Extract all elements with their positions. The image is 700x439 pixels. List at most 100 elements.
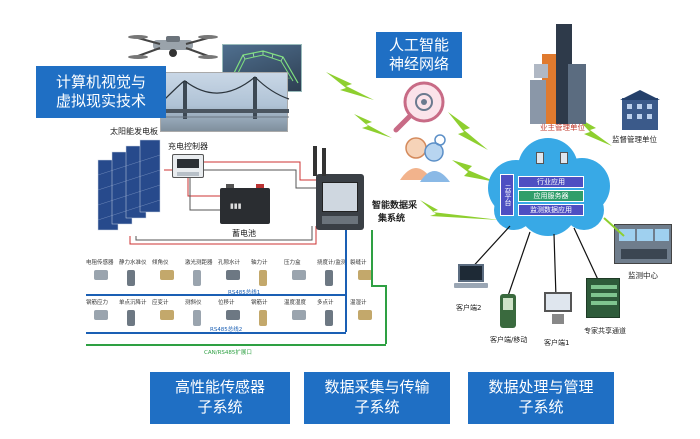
monitor-center-icon <box>614 224 672 264</box>
sensor-label: 多点计 <box>317 300 334 306</box>
sensor-device-icon <box>193 270 201 286</box>
sensor-label: 倾角仪 <box>152 260 169 266</box>
sensor-device-icon <box>325 270 333 286</box>
cv-vr-line1: 计算机视觉与 <box>55 74 146 91</box>
sensor-item: 应变计 <box>152 298 185 320</box>
sensor-label: 挠度计/监测 <box>317 260 347 266</box>
sensor-item: 电阻传感器 <box>86 258 119 280</box>
sensor-item: 多点计 <box>317 298 350 326</box>
sensor-device-icon <box>259 310 267 326</box>
supervision-unit-label: 监督管理单位 <box>612 135 657 144</box>
daq-system-label-2: 集系统 <box>378 214 406 224</box>
sensor-device-icon <box>94 270 108 280</box>
owner-building-icon <box>528 24 588 124</box>
sensor-item: 静力水准仪 <box>119 258 152 286</box>
sensor-device-icon <box>292 270 306 280</box>
charge-controller-label: 充电控制器 <box>168 142 208 151</box>
sensor-label: 静力水准仪 <box>119 260 147 266</box>
antenna-left-icon <box>313 146 317 176</box>
sensor-item: 激光测距器 <box>185 258 218 286</box>
sensor-device-icon <box>226 310 240 320</box>
daq-system-label-1: 智能数据采 <box>372 201 418 211</box>
bridge-photo <box>160 72 290 132</box>
sensor-label: 钢筋应力 <box>86 300 109 306</box>
sensor-subsystem-box: 高性能传感器 子系统 <box>150 372 290 424</box>
cloud-side-text: 云平台 <box>504 184 512 206</box>
mobile-phone-icon <box>500 294 516 328</box>
daq-station-icon <box>316 174 364 230</box>
sensor-device-icon <box>94 310 108 320</box>
desktop-icon <box>544 292 572 326</box>
sensor-device-icon <box>325 310 333 326</box>
sensor-label: 测斜仪 <box>185 300 202 306</box>
sensor-device-icon <box>127 270 135 286</box>
sensor-device-icon <box>127 310 135 326</box>
proc-sub-line1: 数据处理与管理 <box>488 379 594 396</box>
sensor-label: 轴力计 <box>251 260 268 266</box>
sensor-label: 温湿计 <box>350 300 367 306</box>
can-bus <box>86 344 386 346</box>
sensor-item: 孔隙水计 <box>218 258 251 280</box>
sensor-item: 测斜仪 <box>185 298 218 326</box>
daq-sub-line2: 子系统 <box>354 399 400 416</box>
ai-people-icon <box>396 134 452 182</box>
sensor-label: 激光测距器 <box>185 260 213 266</box>
sensor-label: 电阻传感器 <box>86 260 114 266</box>
sensor-item: 单点沉降计 <box>119 298 152 326</box>
cloud-layer-2-text: 应用服务器 <box>533 192 569 200</box>
sensor-item: 压力盒 <box>284 258 317 280</box>
cloud-layer-1: 行业应用 <box>518 176 584 188</box>
lightning-bolt-3 <box>448 112 488 150</box>
cloud-layer-3: 监测数据应用 <box>518 204 584 216</box>
ann-line2: 神经网络 <box>388 56 449 73</box>
solar-panel-label: 太阳能发电板 <box>110 127 158 136</box>
sensor-row-2: 钢筋应力单点沉降计应变计测斜仪位移计钢筋计温度湿度多点计温湿计 <box>86 298 386 330</box>
sensor-row-1: 电阻传感器静力水准仪倾角仪 激光测距器孔隙水计 轴力计 压力盒挠度计/监测裂缝计 <box>86 258 386 290</box>
cloud-layer-3-text: 监测数据应用 <box>530 206 572 214</box>
rs485-bus-1 <box>86 294 346 296</box>
client2-label: 客户端2 <box>456 304 482 312</box>
sensor-device-icon <box>292 310 306 320</box>
battery-icon: ▮▮▮ <box>220 184 270 224</box>
lightning-bolt-2 <box>354 114 392 138</box>
owner-unit-label: 业主管理单位 <box>540 123 585 132</box>
daq-sub-line1: 数据采集与传输 <box>324 379 430 396</box>
sensor-item: 裂缝计 <box>350 258 383 280</box>
rs485-bus-2 <box>86 332 346 334</box>
supervision-building-icon <box>618 90 662 130</box>
sensor-device-icon <box>358 310 372 320</box>
sensor-label: 单点沉降计 <box>119 300 147 306</box>
rs485-bus-1-label: RS485总线1 <box>228 290 261 296</box>
sensor-label: 应变计 <box>152 300 169 306</box>
cloud-layer-2: 应用服务器 <box>518 190 584 202</box>
lightning-bolt-4 <box>452 160 496 182</box>
sensor-device-icon <box>193 310 201 326</box>
sensor-item: 位移计 <box>218 298 251 320</box>
charge-controller-icon <box>172 154 204 178</box>
cloud-server-icon-2 <box>560 152 568 164</box>
cloud-side-label: 云平台 <box>500 174 514 216</box>
sensor-device-icon <box>160 270 174 280</box>
cloud-server-icon-1 <box>536 152 544 164</box>
daq-subsystem-box: 数据采集与传输 子系统 <box>304 372 450 424</box>
antenna-right-icon <box>322 148 326 176</box>
expert-channel-label: 专家共享通道 <box>584 327 626 335</box>
sensor-item: 轴力计 <box>251 258 284 286</box>
sensor-sub-line2: 子系统 <box>197 399 243 416</box>
sensor-device-icon <box>160 310 174 320</box>
sensor-label: 位移计 <box>218 300 235 306</box>
sensor-item: 钢筋应力 <box>86 298 119 320</box>
solar-panel-icon <box>97 139 164 236</box>
sensor-sub-line1: 高性能传感器 <box>174 379 265 396</box>
rs485-bus-2-label: RS485总线2 <box>210 327 243 333</box>
lightning-bolt-5 <box>420 200 500 220</box>
ai-search-icon <box>392 80 454 134</box>
sensor-label: 孔隙水计 <box>218 260 241 266</box>
sensor-device-icon <box>226 270 240 280</box>
ann-title-box: 人工智能 神经网络 <box>376 32 462 78</box>
processing-subsystem-box: 数据处理与管理 子系统 <box>468 372 614 424</box>
lightning-bolt-1 <box>326 72 374 100</box>
